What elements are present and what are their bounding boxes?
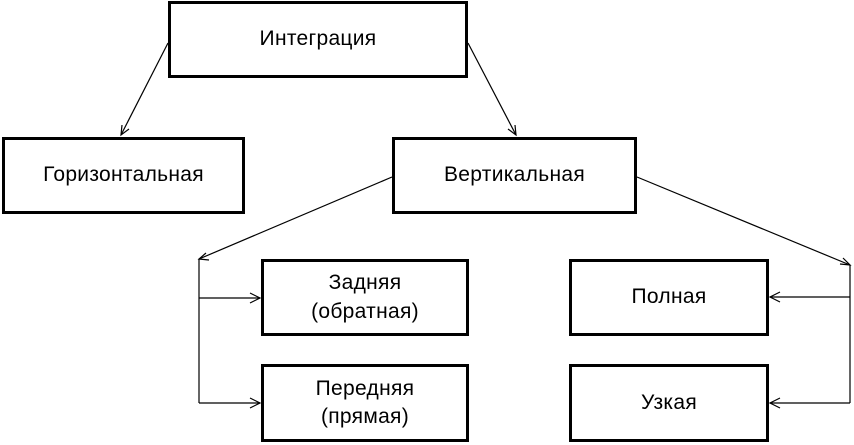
node-horizontal-label: Горизонтальная <box>43 163 204 187</box>
edge-vertical-full <box>768 291 850 303</box>
node-vertical: Вертикальная <box>392 137 637 214</box>
node-forward-label: Передняя (прямая) <box>315 376 415 428</box>
edge-integration-horizontal <box>120 42 169 137</box>
node-full: Полная <box>569 259 769 336</box>
node-narrow-label: Узкая <box>641 390 697 414</box>
edge-vertical-right-branch <box>636 176 852 403</box>
edge-vertical-forward <box>199 397 262 409</box>
edge-vertical-narrow <box>768 397 850 409</box>
node-backward-label: Задняя (обратная) <box>311 271 419 323</box>
edge-integration-vertical <box>467 42 517 137</box>
node-vertical-label: Вертикальная <box>443 163 586 187</box>
node-horizontal: Горизонтальная <box>2 137 245 214</box>
edge-vertical-left-branch <box>197 176 393 403</box>
node-full-label: Полная <box>631 285 707 309</box>
node-integration-label: Интеграция <box>259 27 377 51</box>
node-forward: Передняя (прямая) <box>261 364 469 442</box>
edge-vertical-backward <box>199 292 262 304</box>
node-narrow: Узкая <box>569 364 769 442</box>
node-integration: Интеграция <box>168 1 468 78</box>
node-backward: Задняя (обратная) <box>261 259 469 336</box>
